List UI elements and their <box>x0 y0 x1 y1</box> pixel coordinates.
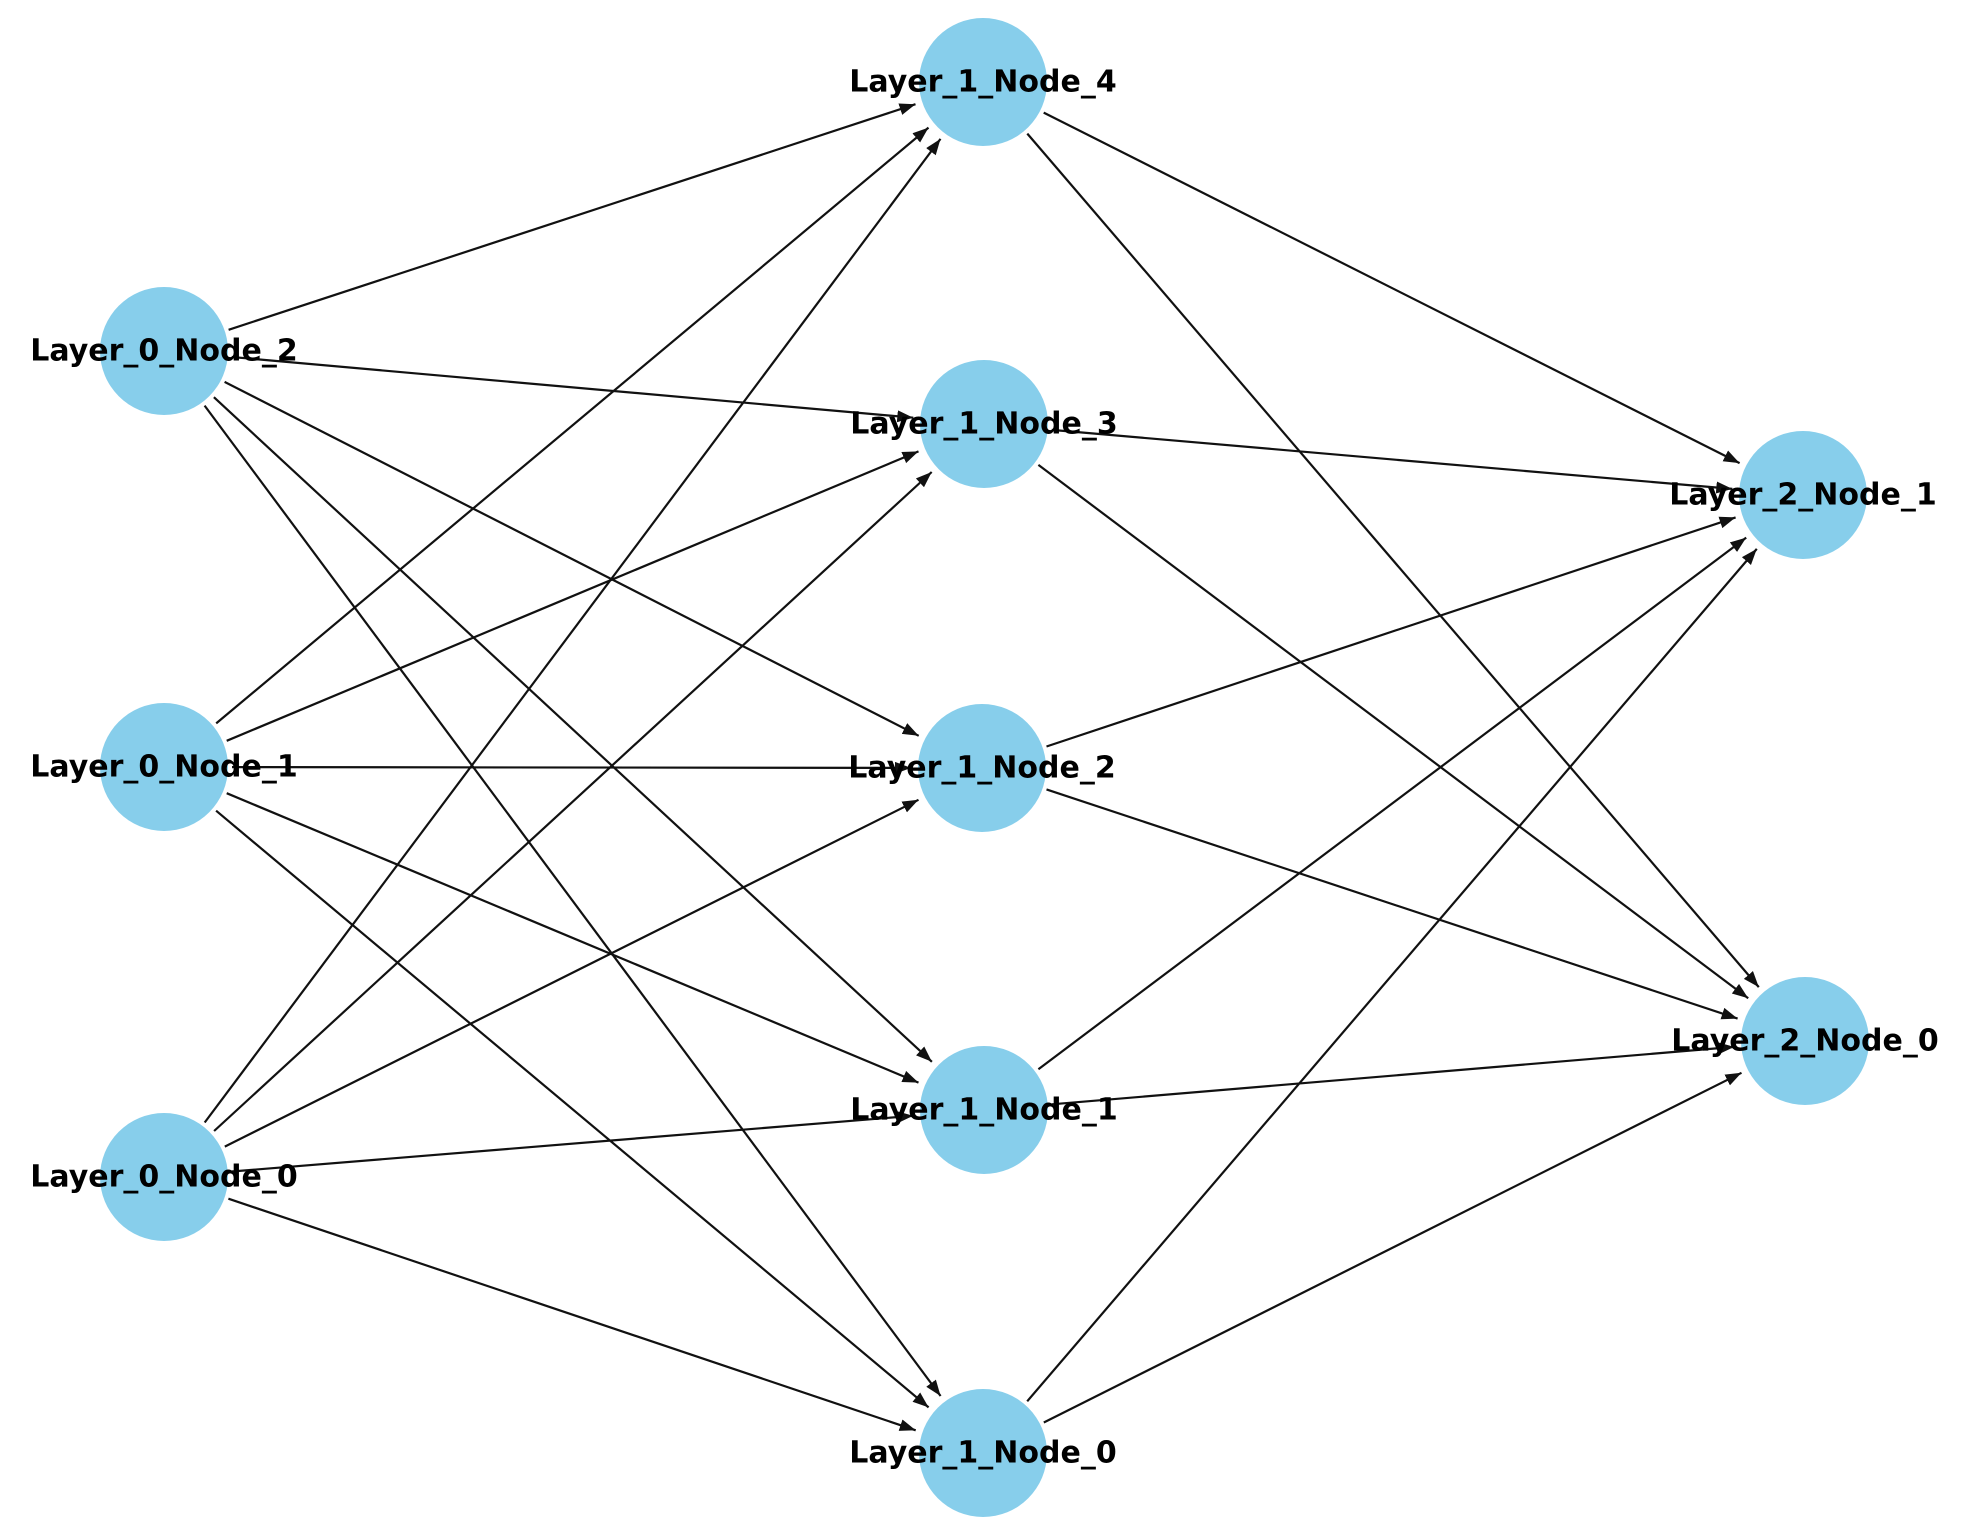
edge-Layer_1_Node_1-to-Layer_2_Node_1 <box>1037 536 1747 1071</box>
node-label-Layer_0_Node_2: Layer_0_Node_2 <box>30 334 297 369</box>
edge-Layer_1_Node_3-to-Layer_2_Node_0 <box>1037 464 1749 1000</box>
edge-Layer_1_Node_1-to-Layer_2_Node_0 <box>1051 1042 1735 1106</box>
node-circle-Layer_1_Node_0 <box>919 1389 1047 1517</box>
edge-Layer_0_Node_0-to-Layer_1_Node_1 <box>231 1111 914 1173</box>
node-circle-Layer_2_Node_1 <box>1739 431 1867 559</box>
node-circle-Layer_2_Node_0 <box>1741 977 1869 1105</box>
edge-Layer_0_Node_2-to-Layer_1_Node_0 <box>203 404 942 1397</box>
node-circle-Layer_0_Node_1 <box>100 703 228 831</box>
node-label-Layer_1_Node_1: Layer_1_Node_1 <box>850 1093 1117 1128</box>
edge-Layer_1_Node_0-to-Layer_2_Node_0 <box>1043 1071 1742 1424</box>
edge-Layer_0_Node_2-to-Layer_1_Node_4 <box>228 103 916 331</box>
node-label-Layer_2_Node_0: Layer_2_Node_0 <box>1671 1024 1938 1059</box>
edge-Layer_0_Node_0-to-Layer_1_Node_0 <box>228 1197 917 1432</box>
edge-Layer_1_Node_4-to-Layer_2_Node_0 <box>1026 132 1760 988</box>
edge-Layer_0_Node_0-to-Layer_1_Node_4 <box>203 138 942 1124</box>
labels-layer: Layer_0_Node_0 Layer_0_Node_1 Layer_0_Node… <box>30 65 1938 1471</box>
edge-Layer_0_Node_1-to-Layer_1_Node_4 <box>215 126 930 725</box>
edge-Layer_1_Node_0-to-Layer_2_Node_1 <box>1026 548 1758 1403</box>
edge-Layer_1_Node_3-to-Layer_2_Node_1 <box>1051 428 1733 494</box>
edge-Layer_0_Node_0-to-Layer_1_Node_2 <box>224 798 919 1148</box>
node-circle-Layer_0_Node_0 <box>100 1113 228 1241</box>
edge-Layer_1_Node_4-to-Layer_2_Node_1 <box>1043 111 1741 465</box>
edge-Layer_0_Node_1-to-Layer_1_Node_3 <box>226 450 919 742</box>
nodes-layer <box>100 18 1869 1517</box>
node-label-Layer_1_Node_0: Layer_1_Node_0 <box>849 1436 1116 1471</box>
edge-Layer_0_Node_1-to-Layer_1_Node_2 <box>231 761 912 774</box>
node-label-Layer_0_Node_0: Layer_0_Node_0 <box>30 1160 297 1195</box>
edge-Layer_1_Node_2-to-Layer_2_Node_0 <box>1046 788 1738 1020</box>
edges-layer <box>203 103 1760 1432</box>
edge-Layer_0_Node_1-to-Layer_1_Node_1 <box>226 792 919 1084</box>
node-label-Layer_1_Node_3: Layer_1_Node_3 <box>850 407 1117 442</box>
node-circle-Layer_1_Node_4 <box>919 18 1047 146</box>
node-circle-Layer_0_Node_2 <box>100 287 228 415</box>
node-label-Layer_0_Node_1: Layer_0_Node_1 <box>30 750 297 785</box>
edge-Layer_0_Node_0-to-Layer_1_Node_3 <box>213 471 933 1132</box>
edge-Layer_0_Node_2-to-Layer_1_Node_2 <box>224 380 920 737</box>
edge-Layer_1_Node_2-to-Layer_2_Node_1 <box>1046 516 1736 748</box>
node-circle-Layer_1_Node_2 <box>918 704 1046 832</box>
edge-Layer_0_Node_2-to-Layer_1_Node_3 <box>231 355 914 423</box>
node-label-Layer_1_Node_2: Layer_1_Node_2 <box>848 751 1115 786</box>
node-label-Layer_1_Node_4: Layer_1_Node_4 <box>849 65 1116 100</box>
node-label-Layer_2_Node_1: Layer_2_Node_1 <box>1669 478 1936 513</box>
node-circle-Layer_1_Node_3 <box>920 360 1048 488</box>
edge-Layer_0_Node_1-to-Layer_1_Node_0 <box>215 809 930 1409</box>
node-circle-Layer_1_Node_1 <box>920 1046 1048 1174</box>
edge-Layer_0_Node_2-to-Layer_1_Node_1 <box>213 396 933 1063</box>
